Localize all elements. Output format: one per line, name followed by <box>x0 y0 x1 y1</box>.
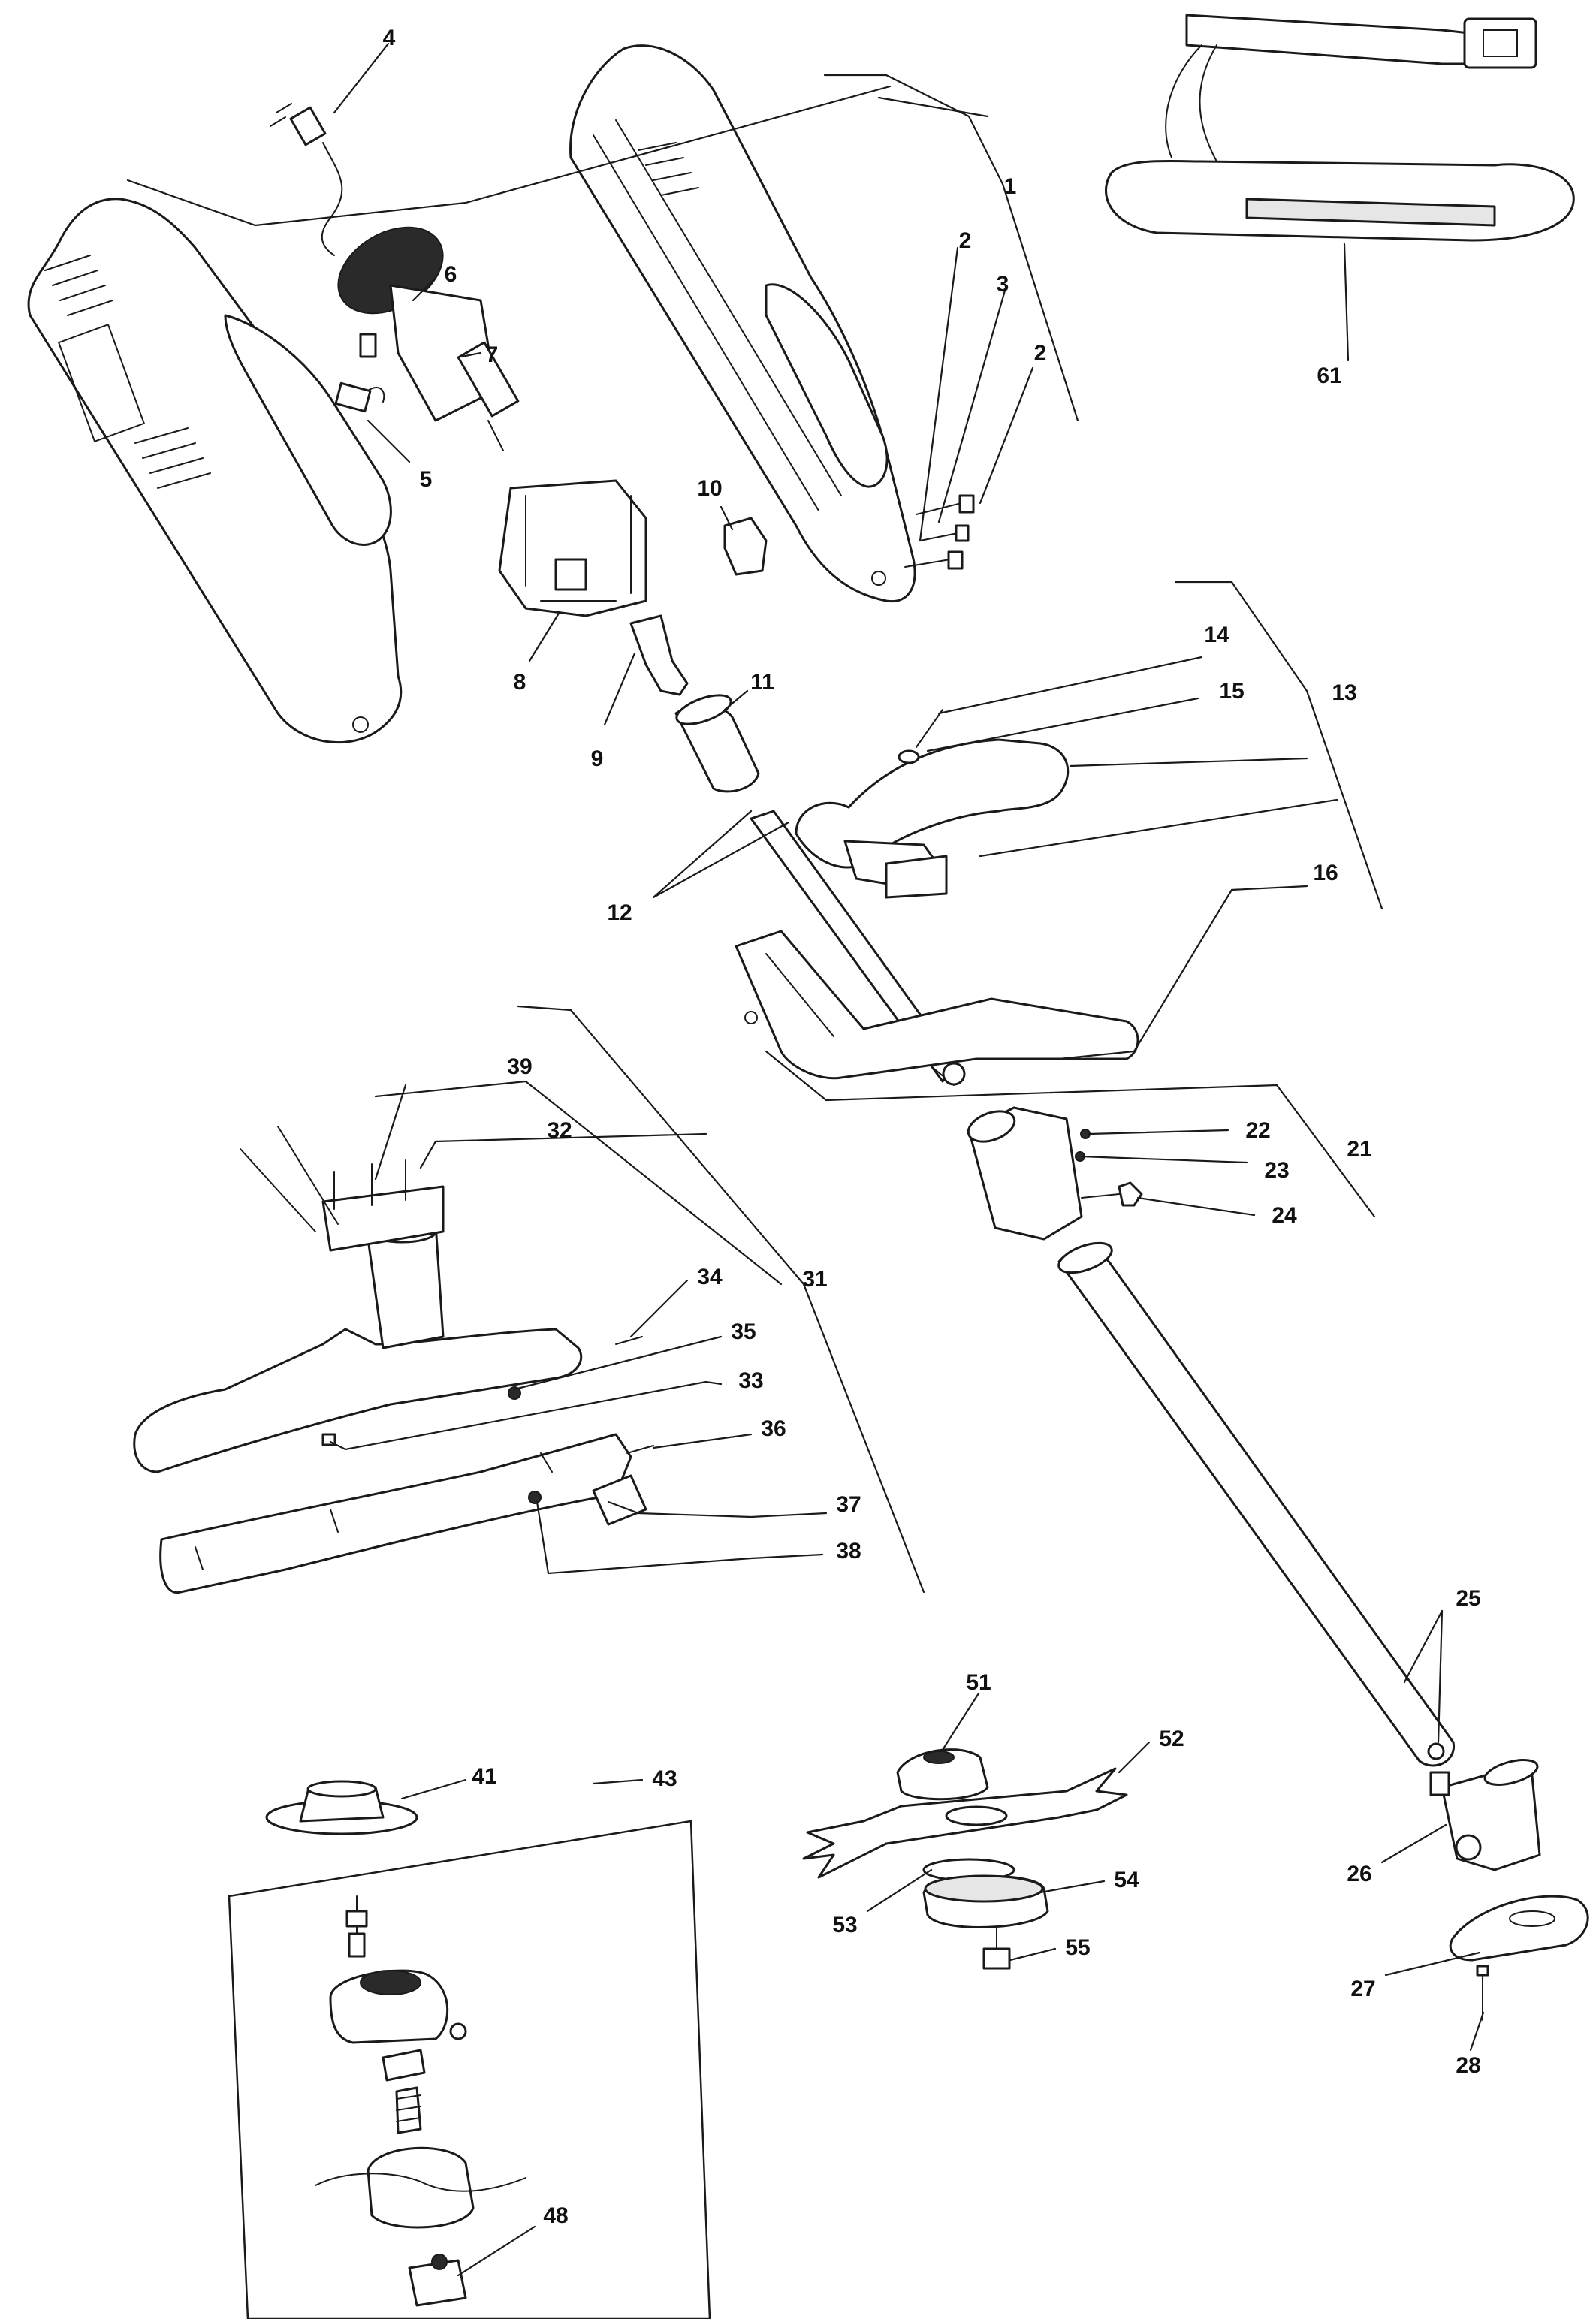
callout-39: 39 <box>507 1054 532 1079</box>
callout-41: 41 <box>472 1764 496 1789</box>
housing-right-half <box>569 44 916 603</box>
callout-2-lower: 2 <box>1034 341 1047 366</box>
housing-screws <box>904 494 975 570</box>
callout-21: 21 <box>1347 1137 1371 1162</box>
callout-1: 1 <box>1004 174 1017 199</box>
callout-6: 6 <box>445 262 457 287</box>
callout-24: 24 <box>1272 1203 1297 1228</box>
callout-38: 38 <box>836 1539 861 1564</box>
callout-61: 61 <box>1317 363 1341 388</box>
callout-4: 4 <box>383 26 396 50</box>
gear-head <box>1429 1759 1541 1871</box>
callout-26: 26 <box>1347 1862 1371 1886</box>
motor-stator <box>498 479 647 617</box>
blade-guard-lower <box>159 1433 647 1594</box>
callout-48: 48 <box>543 2203 568 2228</box>
handle-assembly <box>735 738 1139 1086</box>
callout-54: 54 <box>1114 1868 1139 1892</box>
callout-22: 22 <box>1245 1118 1270 1143</box>
callout-9: 9 <box>591 746 604 771</box>
blade-assembly <box>802 1748 1128 1970</box>
callout-32: 32 <box>547 1118 572 1143</box>
trimmer-head-kit-frame <box>228 1820 711 2319</box>
callout-12: 12 <box>607 900 632 925</box>
leader-lines <box>126 42 1485 2277</box>
guard-screw <box>1476 1965 1489 2021</box>
shaft-sleeve <box>674 694 760 793</box>
callout-43: 43 <box>652 1766 677 1791</box>
callout-28: 28 <box>1456 2053 1480 2078</box>
callout-3: 3 <box>997 272 1009 297</box>
callout-5: 5 <box>420 467 433 492</box>
callout-11: 11 <box>750 670 774 695</box>
callout-25: 25 <box>1456 1586 1480 1611</box>
callout-27: 27 <box>1350 1977 1375 2001</box>
housing-left-half <box>27 198 403 744</box>
callout-51: 51 <box>966 1670 991 1695</box>
callout-8: 8 <box>514 670 526 695</box>
motor-armature <box>337 226 520 451</box>
spool-cover <box>265 1780 418 1835</box>
drive-shaft-coupling <box>629 614 689 696</box>
callout-2-upper: 2 <box>959 228 972 253</box>
trimmer-head-kit <box>315 1895 526 2307</box>
callout-labels: 4 1 2 3 2 6 7 5 10 8 9 11 14 15 13 12 16… <box>383 26 1481 2228</box>
power-cord-plug <box>270 103 343 256</box>
callout-23: 23 <box>1264 1158 1289 1183</box>
callout-35: 35 <box>731 1319 756 1344</box>
callout-36: 36 <box>761 1416 786 1441</box>
blade-guard-assembly <box>133 1126 583 1473</box>
callout-14: 14 <box>1204 623 1229 647</box>
callout-55: 55 <box>1065 1935 1090 1960</box>
callout-33: 33 <box>738 1368 763 1393</box>
guard-plate <box>1449 1895 1589 1962</box>
shoulder-strap <box>1105 14 1575 242</box>
callout-37: 37 <box>836 1492 861 1517</box>
switch-block <box>723 517 768 576</box>
callout-15: 15 <box>1219 679 1244 704</box>
callout-10: 10 <box>697 476 722 501</box>
callout-53: 53 <box>832 1913 857 1938</box>
callout-34: 34 <box>697 1265 723 1289</box>
handle-screw-washer <box>898 709 943 764</box>
carbon-brush <box>334 333 385 413</box>
callout-16: 16 <box>1313 861 1338 885</box>
callout-7: 7 <box>486 342 499 367</box>
shaft-tube <box>1057 1241 1455 1767</box>
tube-clamp <box>967 1106 1143 1241</box>
callout-13: 13 <box>1332 680 1356 705</box>
callout-52: 52 <box>1159 1726 1184 1751</box>
callout-31: 31 <box>802 1267 827 1292</box>
